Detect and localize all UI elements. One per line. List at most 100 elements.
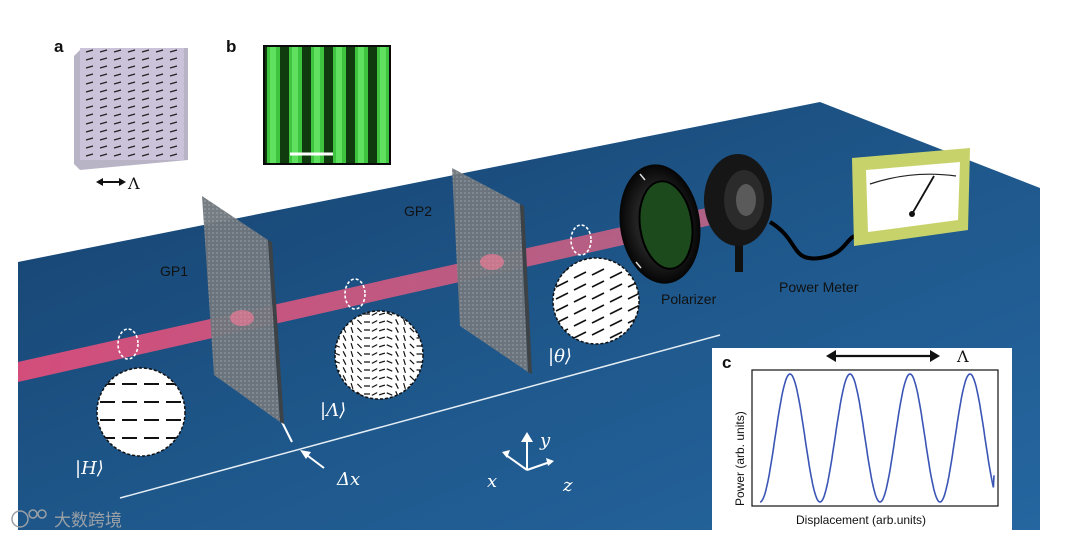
- lambda-orientation-stroke: [342, 367, 347, 373]
- lambda-orientation-stroke: [409, 335, 415, 341]
- power-meter-label: Power Meter: [779, 279, 859, 295]
- polarizer: [619, 164, 701, 284]
- lambda-orientation-stroke: [371, 312, 378, 316]
- lambda-state-disc: [334, 310, 424, 400]
- lambda-orientation-stroke: [356, 327, 363, 333]
- lambda-orientation-stroke: [395, 327, 399, 333]
- beam-spot-gp2: [480, 254, 504, 270]
- lambda-orientation-stroke: [386, 376, 393, 380]
- gp2-label: GP2: [404, 203, 432, 219]
- lambda-state-label: |Λ⟩: [320, 400, 346, 421]
- coordinate-axes: [502, 432, 554, 471]
- lambda-orientation-stroke: [371, 384, 378, 388]
- theta-state-label: |θ⟩: [548, 346, 572, 367]
- watermark-text: 大数跨境: [54, 511, 122, 531]
- panel-c-period-arrow: [826, 350, 940, 362]
- panel-a-letter: a: [54, 37, 64, 56]
- plot-ylabel: Power (arb. units): [733, 411, 747, 506]
- lambda-orientation-stroke: [371, 392, 378, 396]
- lambda-orientation-stroke: [409, 343, 415, 349]
- lambda-orientation-stroke: [403, 374, 406, 382]
- lambda-orientation-stroke: [356, 359, 363, 365]
- lambda-orientation-stroke: [403, 334, 406, 342]
- gp2-edge: [520, 204, 532, 374]
- lambda-orientation-stroke: [356, 351, 363, 357]
- lambda-orientation-stroke: [342, 335, 347, 341]
- watermark: 大数跨境: [11, 509, 122, 531]
- lambda-orientation-stroke: [395, 335, 399, 341]
- lambda-orientation-stroke: [403, 342, 406, 350]
- gp1-edge: [268, 240, 284, 424]
- lambda-orientation-stroke: [395, 343, 399, 349]
- theta-orientation-stroke: [573, 319, 587, 327]
- panel-c-letter: c: [722, 353, 731, 372]
- axis-x-label: x: [487, 471, 497, 492]
- lambda-orientation-stroke: [356, 367, 363, 373]
- panel-b-letter: b: [226, 37, 236, 56]
- detector-head: [704, 154, 863, 272]
- lambda-orientation-stroke: [356, 319, 363, 325]
- theta-orientation-stroke: [609, 331, 623, 339]
- lambda-orientation-stroke: [350, 350, 354, 358]
- lambda-orientation-stroke: [386, 344, 393, 348]
- gp2-plate: [452, 168, 528, 372]
- theta-orientation-stroke: [591, 304, 605, 312]
- lambda-orientation-stroke: [386, 392, 393, 396]
- h-state-label: |H⟩: [75, 458, 104, 479]
- beam-marker-2: [344, 278, 366, 310]
- lambda-orientation-stroke: [371, 344, 378, 348]
- lambda-orientation-stroke: [378, 368, 386, 372]
- lambda-orientation-stroke: [350, 334, 354, 342]
- power-meter: [852, 148, 970, 246]
- lambda-orientation-stroke: [350, 326, 354, 334]
- theta-orientation-stroke: [609, 319, 623, 327]
- lambda-orientation-stroke: [403, 326, 406, 334]
- lambda-orientation-stroke: [378, 336, 386, 340]
- panel-c-period-label: Λ: [956, 347, 969, 366]
- beam-marker-1: [117, 328, 139, 360]
- lambda-orientation-stroke: [395, 367, 399, 373]
- lambda-orientation-stroke: [403, 318, 406, 326]
- lambda-orientation-stroke: [386, 328, 393, 332]
- lambda-orientation-stroke: [342, 351, 347, 357]
- lambda-orientation-stroke: [403, 350, 406, 358]
- power-curve-group: [759, 373, 995, 503]
- lambda-orientation-stroke: [342, 375, 347, 381]
- lambda-orientation-stroke: [386, 336, 393, 340]
- lambda-orientation-stroke: [378, 392, 386, 396]
- lambda-orientation-stroke: [386, 360, 393, 364]
- lambda-orientation-stroke: [386, 368, 393, 372]
- theta-orientation-stroke: [609, 295, 623, 303]
- lambda-orientation-stroke: [378, 384, 386, 388]
- lambda-orientation-stroke: [386, 320, 393, 324]
- lambda-orientation-stroke: [395, 375, 399, 381]
- polarizer-label: Polarizer: [661, 291, 717, 307]
- theta-orientation-stroke: [609, 307, 623, 315]
- axis-y-label: y: [539, 430, 551, 451]
- theta-orientation-stroke: [591, 268, 605, 276]
- panel-c: c Λ Displacement (arb.units) Power (arb.…: [712, 347, 1012, 530]
- lambda-orientation-stroke: [395, 319, 399, 325]
- h-state-disc: [96, 367, 186, 457]
- lambda-orientation-stroke: [350, 358, 354, 366]
- lambda-orientation-stroke: [409, 327, 415, 333]
- lambda-orientation-stroke: [350, 374, 354, 382]
- lambda-orientation-stroke: [371, 376, 378, 380]
- lambda-orientation-stroke: [409, 351, 415, 357]
- lambda-orientation-stroke: [371, 360, 378, 364]
- lambda-orientation-stroke: [409, 375, 415, 381]
- theta-state-disc: [552, 257, 640, 345]
- theta-orientation-stroke: [591, 316, 605, 324]
- theta-orientation-stroke: [609, 271, 623, 279]
- lambda-orientation-stroke: [356, 375, 363, 381]
- beam-marker-3: [570, 224, 592, 256]
- panel-b-micrograph: [263, 45, 391, 165]
- theta-orientation-stroke: [573, 283, 587, 291]
- panel-a-grating: [74, 48, 188, 170]
- delta-x-arrowhead: [300, 450, 311, 459]
- theta-orientation-stroke: [573, 307, 587, 315]
- lambda-orientation-stroke: [371, 336, 378, 340]
- lambda-orientation-stroke: [386, 312, 393, 316]
- theta-orientation-stroke: [573, 271, 587, 279]
